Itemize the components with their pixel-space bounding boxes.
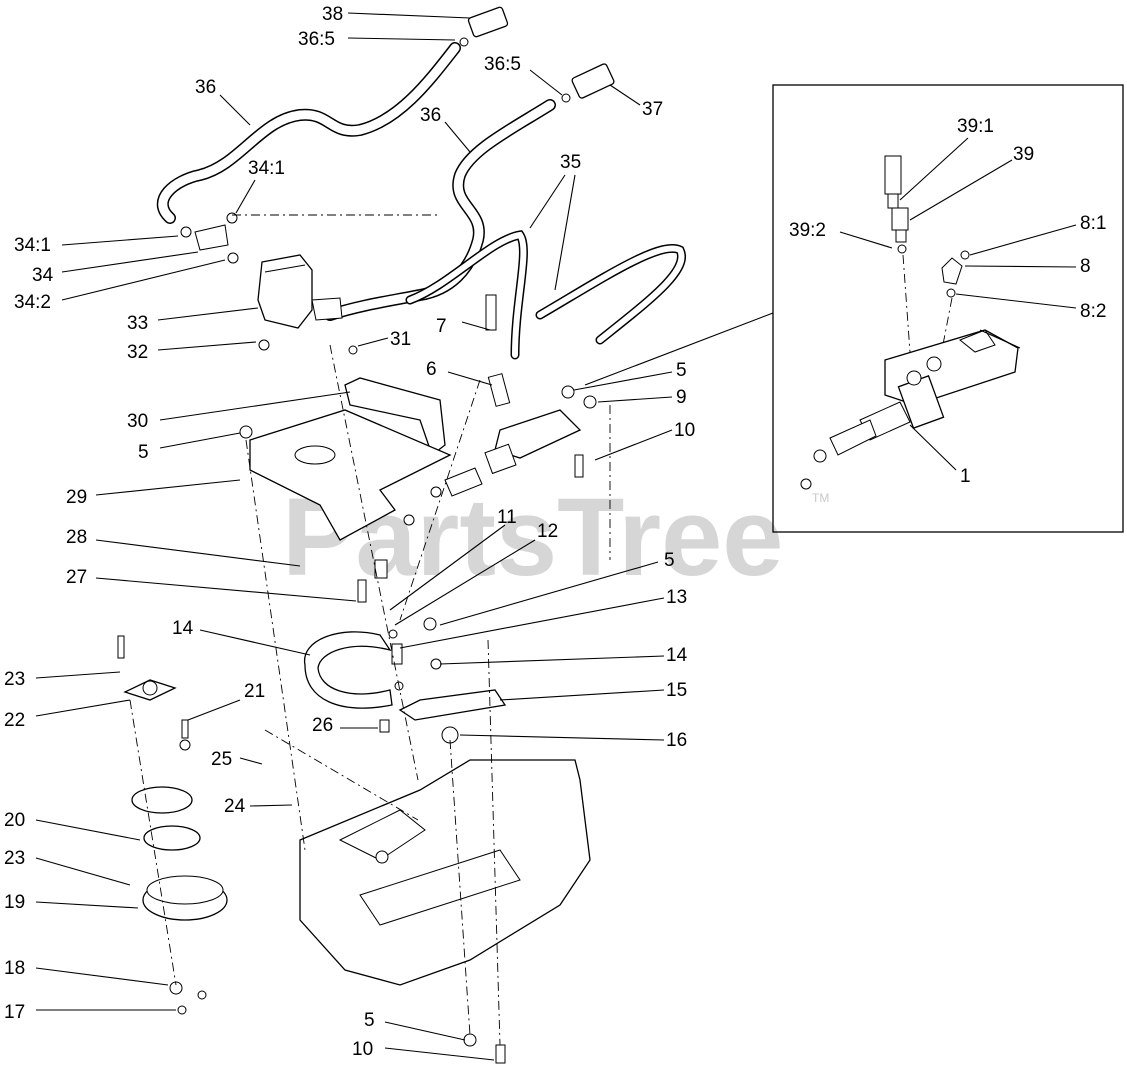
hydraulic-hoses	[156, 6, 686, 360]
callout-22: 22	[4, 710, 25, 731]
callout-5-bottom: 5	[364, 1010, 375, 1031]
callout-36-left: 36	[195, 77, 216, 98]
callout-20: 20	[4, 810, 25, 831]
reservoir-assembly	[180, 212, 440, 329]
callout-29: 29	[66, 487, 87, 508]
callout-14-right: 14	[666, 645, 688, 666]
callout-8-1: 8:1	[1080, 213, 1106, 234]
callout-7: 7	[436, 316, 447, 337]
pulley-stack	[117, 635, 228, 1015]
callout-13: 13	[666, 587, 687, 608]
callout-6: 6	[426, 359, 437, 380]
callout-16: 16	[666, 730, 687, 751]
callout-23-lower: 23	[4, 848, 25, 869]
callout-26: 26	[312, 715, 333, 736]
callout-35: 35	[560, 152, 581, 173]
callout-19: 19	[4, 892, 25, 913]
callout-25: 25	[211, 749, 232, 770]
callout-8-2: 8:2	[1080, 301, 1106, 322]
callout-36-5-right: 36:5	[484, 54, 521, 75]
callout-36-5-top: 36:5	[298, 29, 335, 50]
callout-23-upper: 23	[4, 669, 25, 690]
callout-5-right: 5	[676, 360, 687, 381]
callout-5-mid: 5	[664, 550, 675, 571]
watermark-trademark: TM	[812, 491, 829, 505]
callout-10-upper: 10	[674, 420, 695, 441]
inset-detail-panel	[584, 84, 1124, 533]
callout-39: 39	[1013, 144, 1034, 165]
brake-band	[304, 559, 507, 744]
callout-14-left: 14	[172, 618, 194, 639]
callout-5-left: 5	[138, 442, 149, 463]
callout-labels: 38 36:5 36:5 37 36 36 35 34:1 34:1 34 34…	[4, 4, 1106, 1061]
bracket-plates	[239, 294, 597, 541]
base-plate	[299, 639, 591, 1064]
callout-28: 28	[66, 527, 87, 548]
callout-39-1: 39:1	[957, 116, 994, 137]
callout-34: 34	[32, 265, 54, 286]
callout-24: 24	[224, 796, 246, 817]
callout-21: 21	[244, 681, 265, 702]
callout-33: 33	[127, 313, 148, 334]
callout-34-2: 34:2	[14, 292, 51, 313]
callout-17: 17	[4, 1002, 25, 1023]
callout-8: 8	[1080, 256, 1091, 277]
callout-36-mid: 36	[420, 105, 441, 126]
callout-34-1-upper: 34:1	[248, 158, 285, 179]
callout-15: 15	[666, 680, 687, 701]
callout-1: 1	[960, 466, 971, 487]
callout-34-1-left: 34:1	[14, 235, 51, 256]
callout-39-2: 39:2	[789, 220, 826, 241]
callout-9: 9	[676, 387, 687, 408]
callout-30: 30	[127, 411, 148, 432]
callout-27: 27	[66, 567, 87, 588]
callout-32: 32	[127, 342, 148, 363]
callout-38: 38	[322, 4, 343, 25]
callout-12: 12	[537, 521, 558, 542]
alignment-lines	[245, 344, 611, 851]
callout-31: 31	[390, 329, 411, 350]
callout-10-bottom: 10	[352, 1039, 373, 1060]
callout-18: 18	[4, 958, 25, 979]
callout-37: 37	[642, 99, 663, 120]
callout-11: 11	[497, 507, 517, 528]
